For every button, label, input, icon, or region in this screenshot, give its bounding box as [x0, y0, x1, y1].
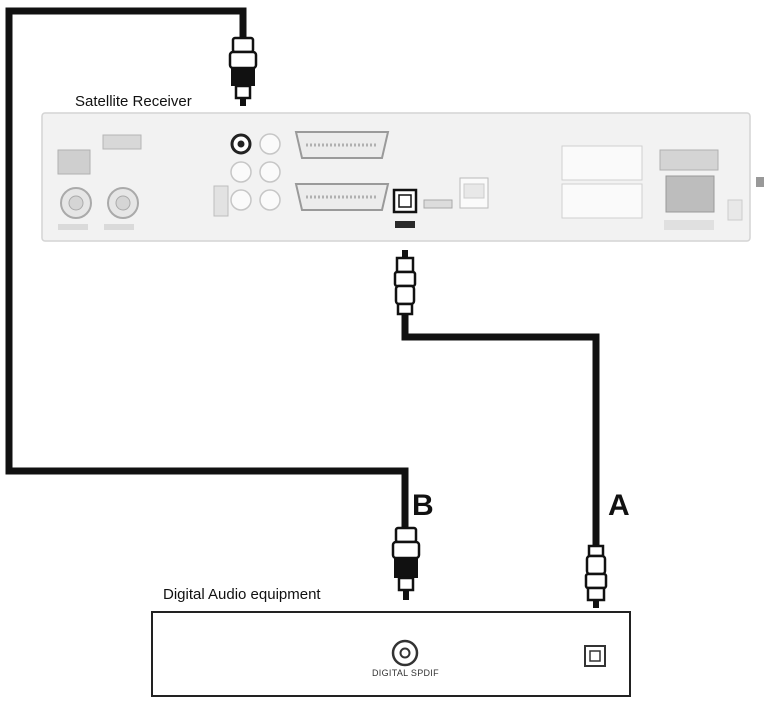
satellite-receiver-panel [41, 112, 764, 242]
optical-output-port [392, 188, 418, 228]
cable-a [393, 250, 608, 608]
scart-connectors [294, 131, 390, 211]
rca-sockets [213, 133, 281, 217]
rca-plug-b-top [228, 36, 258, 106]
digital-audio-equipment-box [151, 611, 631, 697]
cable-b-label: B [412, 489, 434, 522]
optical-input-port [584, 645, 606, 667]
digital-spdif-label: DIGITAL SPDIF [372, 668, 439, 678]
rca-plug-b-bottom [391, 526, 421, 600]
coaxial-spdif-input [391, 639, 419, 667]
digital-audio-equipment-label: Digital Audio equipment [163, 586, 321, 603]
cable-a-label: A [608, 489, 630, 522]
optical-plug-a-bottom [584, 544, 608, 608]
cable-b [5, 7, 421, 600]
satellite-receiver-label: Satellite Receiver [75, 93, 192, 110]
optical-plug-a-top [393, 250, 417, 316]
